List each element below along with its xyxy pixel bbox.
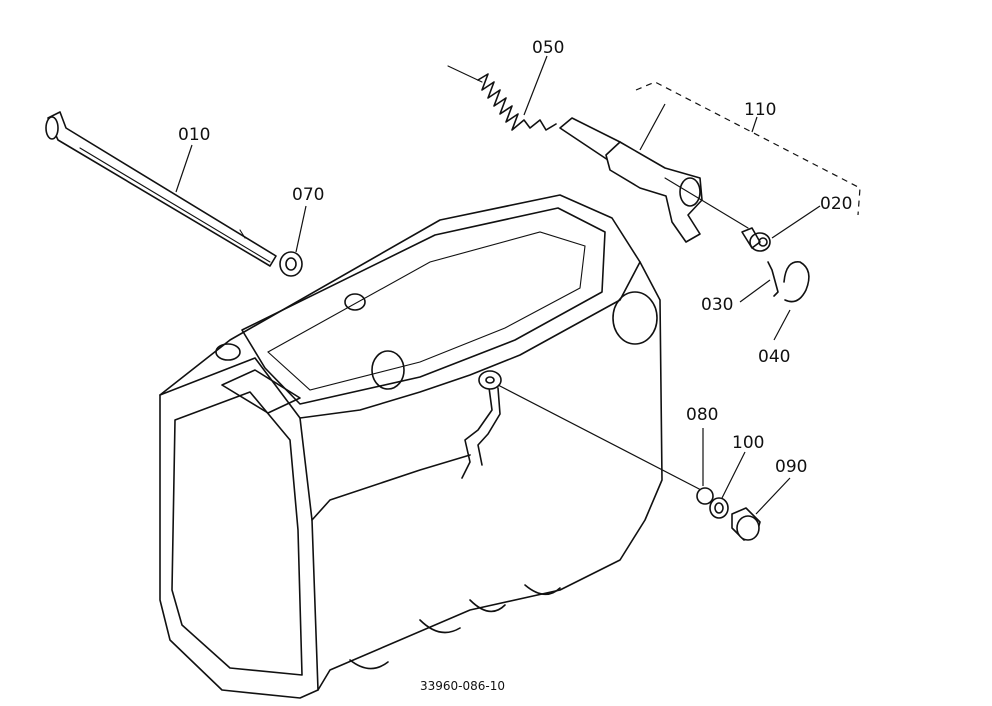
label-070: 070 <box>292 185 324 205</box>
shift-fork-assembly-110 <box>559 81 861 243</box>
label-020: 020 <box>820 194 852 214</box>
clip-pin-030 <box>767 261 779 297</box>
assembly-axis-line <box>497 384 706 493</box>
pin-020 <box>741 227 771 252</box>
label-040: 040 <box>758 347 790 367</box>
label-030: 030 <box>701 295 733 315</box>
shift-shaft-010 <box>45 111 277 267</box>
transmission-case <box>159 194 663 699</box>
label-090: 090 <box>775 457 807 477</box>
label-110: 110 <box>744 100 776 120</box>
label-100: 100 <box>732 433 764 453</box>
o-ring-100 <box>709 497 729 519</box>
spring-050 <box>447 65 557 131</box>
label-080: 080 <box>686 405 718 425</box>
label-010: 010 <box>178 125 210 145</box>
figure-number: 33960-086-10 <box>420 679 505 693</box>
washer-080 <box>696 487 714 505</box>
plug-090 <box>731 507 761 541</box>
leader-lines <box>175 55 821 515</box>
label-050: 050 <box>532 38 564 58</box>
oil-seal-070 <box>279 251 303 277</box>
snap-ring-040 <box>783 261 810 303</box>
